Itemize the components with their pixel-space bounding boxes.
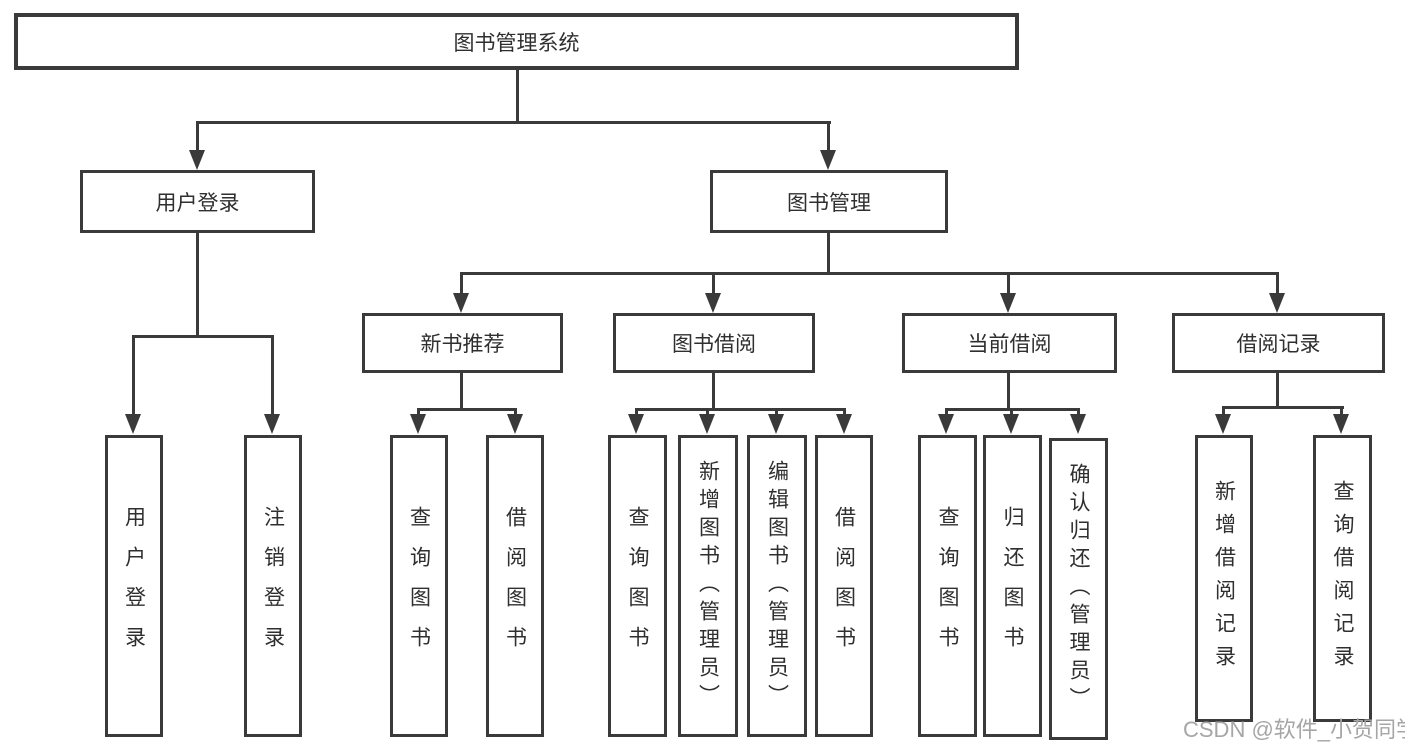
- node-borrowing-label: 图书借阅: [672, 333, 756, 356]
- node-borrow-records-label: 借阅记录: [1236, 333, 1321, 356]
- connector-to-nb-borrow: [514, 408, 517, 418]
- arrowhead-nb-query: [410, 414, 426, 434]
- leaf-cur-query-books-label: 查询图书: [936, 506, 959, 666]
- arrowhead-cur-confirm: [1070, 414, 1086, 434]
- node-current-borrow: 当前借阅: [902, 313, 1117, 373]
- node-library-system-label: 图书管理系统: [453, 31, 580, 55]
- connector-user-login-branch: [132, 335, 274, 338]
- node-current-borrow-label: 当前借阅: [967, 333, 1052, 356]
- leaf-rec-query-record-label: 查询借阅记录: [1331, 479, 1354, 678]
- arrowhead-bw-edit: [768, 414, 784, 434]
- connector-root-stem: [516, 70, 519, 124]
- node-new-books-label: 新书推荐: [420, 333, 505, 356]
- connector-to-login: [132, 335, 135, 416]
- leaf-bw-edit-books-admin: 编辑图书（管理员）: [747, 435, 807, 737]
- connector-to-user-login: [196, 121, 199, 153]
- connector-to-cur-query: [945, 408, 948, 418]
- node-book-mgmt: 图书管理: [710, 170, 948, 233]
- leaf-cur-return-books: 归还图书: [983, 435, 1042, 737]
- arrowhead-cur-query: [938, 414, 954, 434]
- arrowhead-current: [1000, 293, 1016, 313]
- arrowhead-logout: [264, 414, 280, 434]
- node-new-books: 新书推荐: [362, 313, 563, 373]
- leaf-bw-add-books-admin-label: 新增图书（管理员）: [696, 460, 720, 712]
- node-user-login: 用户登录: [80, 170, 315, 233]
- leaf-bw-edit-books-admin-label: 编辑图书（管理员）: [765, 460, 789, 712]
- leaf-rec-query-record: 查询借阅记录: [1313, 435, 1372, 722]
- node-user-login-label: 用户登录: [155, 191, 240, 215]
- leaf-rec-add-record: 新增借阅记录: [1195, 435, 1253, 722]
- leaf-logout-label: 注销登录: [261, 506, 285, 666]
- arrowhead-bw-query: [628, 414, 644, 434]
- connector-records-stem: [1276, 373, 1279, 409]
- leaf-user-login: 用户登录: [105, 435, 163, 737]
- node-library-system: 图书管理系统: [14, 13, 1019, 70]
- connector-level1-branch: [196, 121, 831, 124]
- leaf-bw-borrow-books-label: 借阅图书: [832, 506, 856, 666]
- arrowhead-cur-return: [1003, 414, 1019, 434]
- leaf-cur-confirm-return-admin-label: 确认归还（管理员）: [1067, 463, 1090, 715]
- connector-user-login-stem: [196, 233, 199, 338]
- connector-borrowing-stem: [712, 373, 715, 411]
- leaf-cur-return-books-label: 归还图书: [1001, 506, 1024, 666]
- leaf-nb-borrow-books-label: 借阅图书: [503, 506, 527, 666]
- connector-to-records: [1276, 272, 1279, 296]
- csdn-watermark: CSDN @软件_小贺同学: [1183, 717, 1405, 742]
- arrowhead-rec-add: [1215, 414, 1231, 434]
- node-borrow-records: 借阅记录: [1172, 313, 1385, 373]
- leaf-rec-add-record-label: 新增借阅记录: [1212, 479, 1236, 678]
- arrowhead-new-books: [453, 293, 469, 313]
- connector-level3-branch: [461, 272, 1279, 275]
- connector-records-branch: [1222, 406, 1344, 409]
- leaf-bw-borrow-books: 借阅图书: [815, 435, 873, 737]
- connector-new-books-stem: [460, 373, 463, 411]
- connector-borrowing-branch: [635, 408, 846, 411]
- leaf-user-login-label: 用户登录: [122, 506, 146, 666]
- node-book-mgmt-label: 图书管理: [787, 191, 871, 215]
- node-borrowing: 图书借阅: [613, 313, 815, 373]
- connector-to-rec-add: [1222, 406, 1225, 418]
- arrowhead-book-mgmt: [820, 150, 836, 170]
- connector-to-book-mgmt: [827, 121, 830, 153]
- connector-to-nb-query: [417, 408, 420, 418]
- connector-to-bw-edit: [775, 408, 778, 418]
- leaf-cur-query-books: 查询图书: [918, 435, 977, 737]
- leaf-nb-query-books-label: 查询图书: [407, 506, 431, 666]
- connector-to-bw-query: [635, 408, 638, 418]
- arrowhead-bw-borrow: [836, 414, 852, 434]
- arrowhead-nb-borrow: [507, 414, 523, 434]
- connector-to-cur-confirm: [1077, 408, 1080, 418]
- connector-book-mgmt-stem: [827, 233, 830, 275]
- arrowhead-user-login: [189, 150, 205, 170]
- connector-to-cur-return: [1010, 408, 1013, 418]
- leaf-nb-borrow-books: 借阅图书: [486, 435, 544, 737]
- arrowhead-records: [1269, 293, 1285, 313]
- connector-to-borrowing: [712, 272, 715, 296]
- connector-to-current: [1007, 272, 1010, 296]
- leaf-bw-query-books: 查询图书: [608, 435, 667, 737]
- leaf-bw-query-books-label: 查询图书: [626, 506, 649, 666]
- connector-new-books-branch: [417, 408, 517, 411]
- connector-current-stem: [1007, 373, 1010, 411]
- leaf-cur-confirm-return-admin: 确认归还（管理员）: [1049, 438, 1108, 740]
- arrowhead-login: [125, 414, 141, 434]
- arrowhead-bw-add: [699, 414, 715, 434]
- connector-to-new-books: [460, 272, 463, 296]
- connector-to-bw-borrow: [843, 408, 846, 418]
- connector-to-rec-query: [1340, 406, 1343, 418]
- connector-to-logout: [271, 335, 274, 416]
- arrowhead-borrowing: [705, 293, 721, 313]
- leaf-logout: 注销登录: [244, 435, 302, 737]
- connector-to-bw-add: [706, 408, 709, 418]
- arrowhead-rec-query: [1333, 414, 1349, 434]
- leaf-bw-add-books-admin: 新增图书（管理员）: [678, 435, 738, 737]
- leaf-nb-query-books: 查询图书: [390, 435, 448, 737]
